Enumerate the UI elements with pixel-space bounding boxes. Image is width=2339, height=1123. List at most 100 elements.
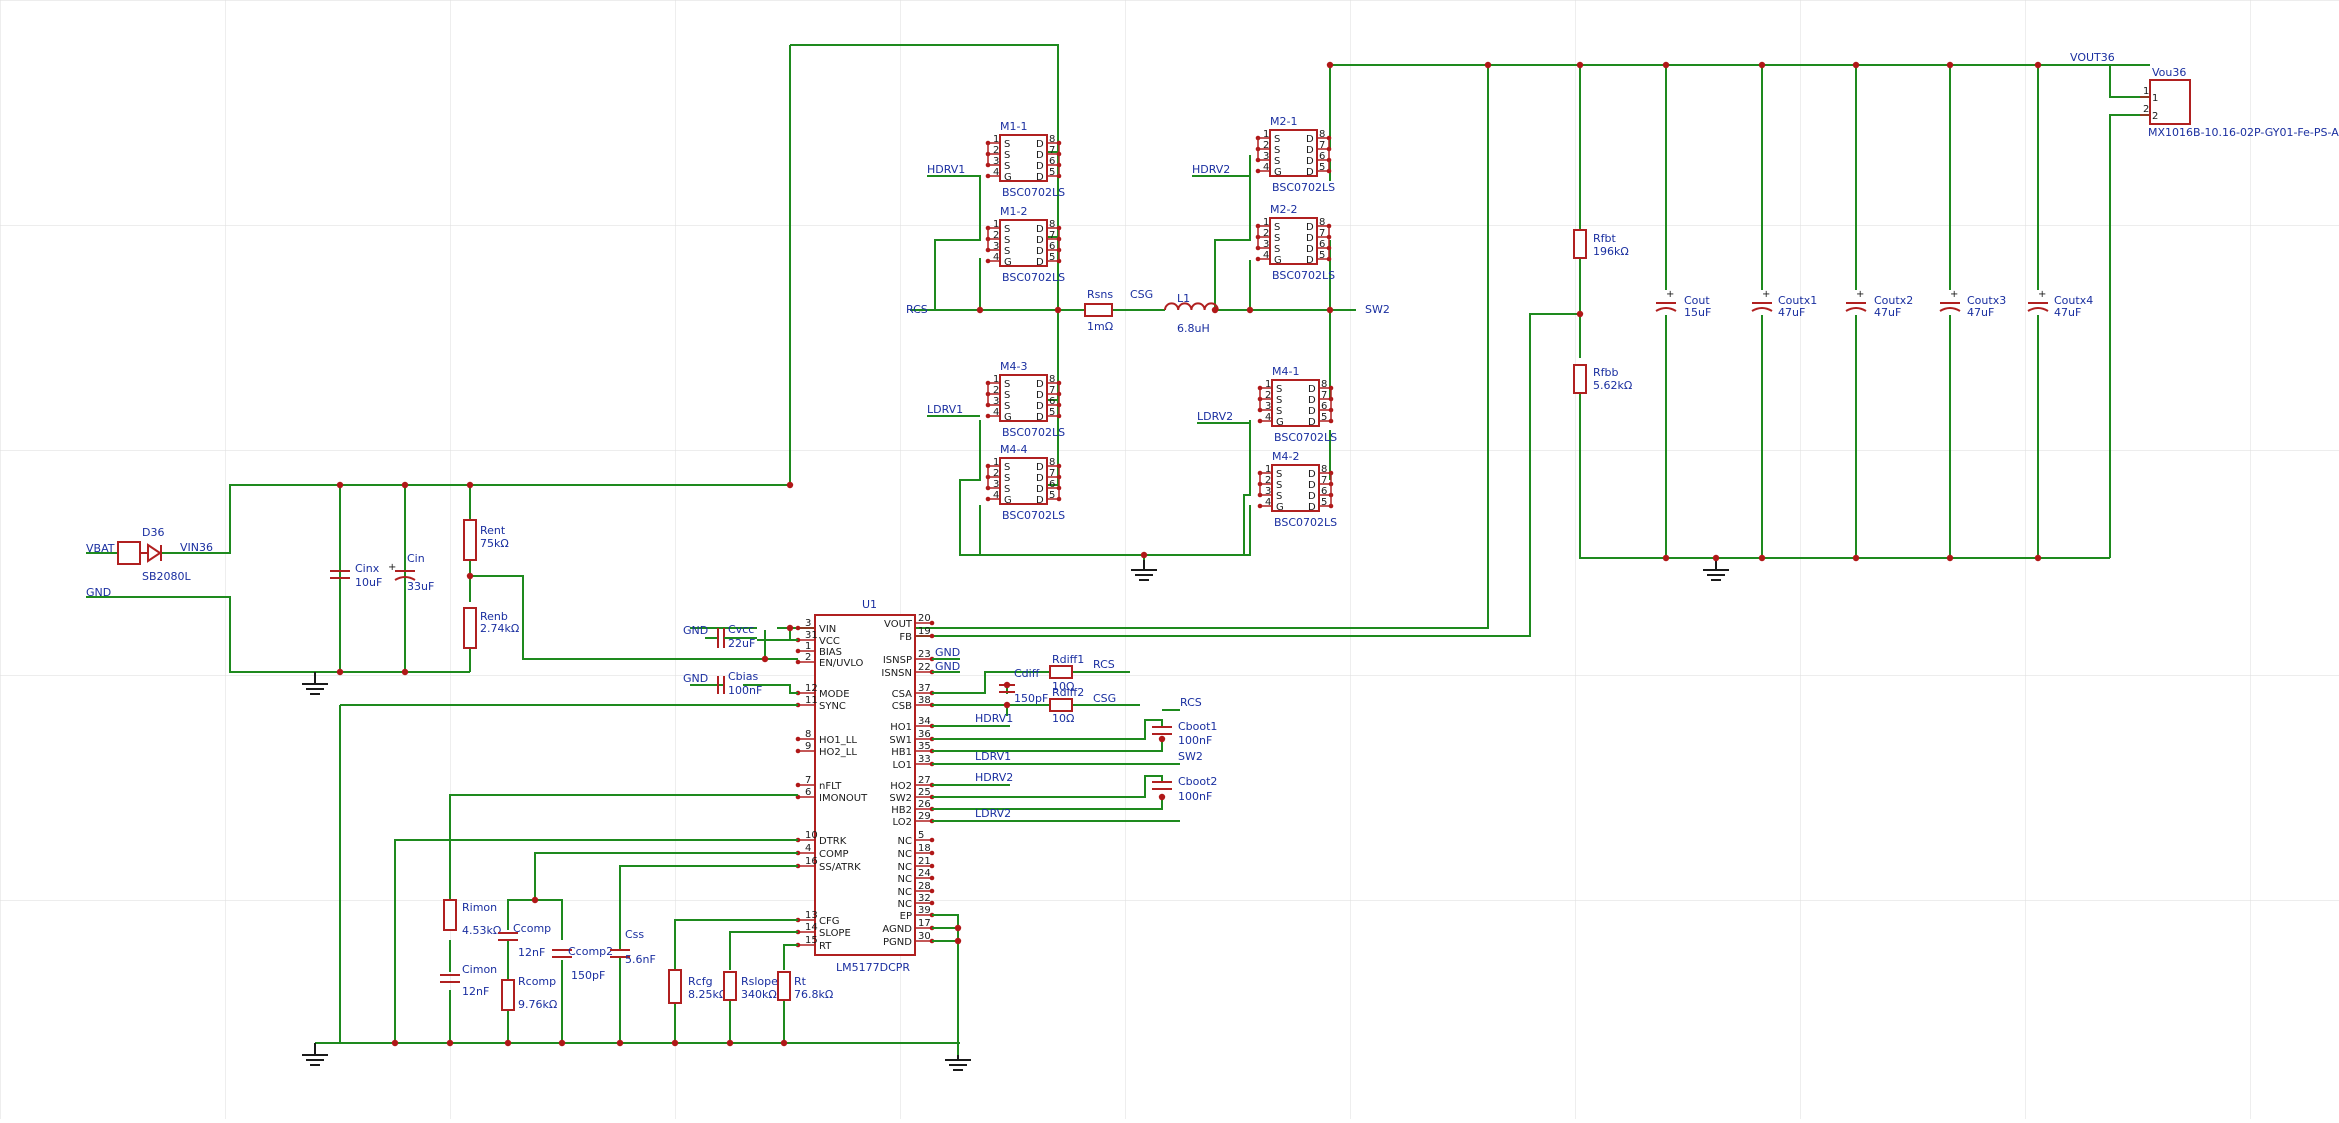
power-stage-wires <box>790 64 2150 637</box>
capacitor-cin[interactable]: + Cin 33uF <box>388 552 434 593</box>
resistor-rsns[interactable]: Rsns 1mΩ <box>1084 288 1113 333</box>
cdiff-value: 150pF <box>1014 692 1048 705</box>
capacitor-cout[interactable]: + Cout 15uF <box>1655 289 1711 319</box>
capacitor-ccomp2[interactable]: Ccomp2 150pF <box>552 945 613 982</box>
mosfet-part: BSC0702LS <box>1274 431 1337 444</box>
mosfet-pin-name: S <box>1004 473 1010 484</box>
capacitor-cinx[interactable]: Cinx 10uF <box>330 562 382 589</box>
resistor-rimon[interactable]: Rimon 4.53kΩ <box>443 899 501 937</box>
mosfet-pin-number: 1 <box>993 374 999 385</box>
diode-d36[interactable]: D36 SB2080L <box>117 526 192 583</box>
u1-pin-number: 18 <box>918 843 931 854</box>
capacitor-cvcc[interactable]: Cvcc 22uF <box>717 623 757 650</box>
inductor-l1[interactable]: L1 6.8uH <box>1164 292 1219 335</box>
mosfet-pin-name: D <box>1308 384 1316 395</box>
capacitor-cboot2[interactable]: Cboot2 100nF <box>1152 775 1217 803</box>
u1-pin-name: HB1 <box>891 747 912 758</box>
resistor-rfbt[interactable]: Rfbt 196kΩ <box>1573 229 1629 259</box>
mosfet-pin-number: 7 <box>1049 468 1055 479</box>
u1-pin-number: 6 <box>805 787 811 798</box>
capacitor-cimon[interactable]: Cimon 12nF <box>440 963 497 998</box>
u1-pin-number: 29 <box>918 811 931 822</box>
mosfet-pin-name: S <box>1004 139 1010 150</box>
junction-dot <box>1003 681 1011 689</box>
resistor-rdiff2[interactable]: Rdiff2 10Ω <box>1049 686 1084 725</box>
mosfet-pin-number: 7 <box>1319 140 1325 151</box>
u1-pin-name: ISNSN <box>881 668 912 679</box>
u1-pin-number: 39 <box>918 905 931 916</box>
mosfet-pin-number: 3 <box>993 479 999 490</box>
mosfet-pin-number: 8 <box>1049 374 1055 385</box>
resistor-rdiff1[interactable]: Rdiff1 10Ω <box>1049 653 1084 693</box>
mosfet-pin-name: D <box>1036 473 1044 484</box>
u1-pin-number: 24 <box>918 868 931 879</box>
capacitor-cbias[interactable]: Cbias 100nF <box>717 670 762 697</box>
mosfet-part: BSC0702LS <box>1002 186 1065 199</box>
capacitor-cdiff[interactable]: Cdiff 150pF <box>999 667 1048 705</box>
capacitor-coutx4[interactable]: + Coutx4 47uF <box>2027 289 2093 319</box>
resistor-rcfg[interactable]: Rcfg 8.25kΩ <box>668 969 727 1004</box>
capacitor-coutx1[interactable]: + Coutx1 47uF <box>1751 289 1817 319</box>
mosfet-pin-number: 3 <box>1265 486 1271 497</box>
mosfet-part: BSC0702LS <box>1274 516 1337 529</box>
rfbb-ref: Rfbb <box>1593 366 1618 379</box>
resistor-rt[interactable]: Rt 76.8kΩ <box>777 971 833 1001</box>
controller-u1[interactable]: U1 LM5177DCPR 3VIN31VCC1BIAS2EN/UVLO12MO… <box>795 598 935 974</box>
junction-dot <box>786 481 794 489</box>
resistor-rent[interactable]: Rent 75kΩ <box>463 519 509 561</box>
rdiff1-ref: Rdiff1 <box>1052 653 1084 666</box>
capacitor-cboot1[interactable]: Cboot1 100nF <box>1152 720 1217 747</box>
u1-pin-name: LO1 <box>893 760 912 771</box>
resistor-renb[interactable]: Renb 2.74kΩ <box>463 607 519 649</box>
junction-dot <box>1211 306 1219 314</box>
junction-dot <box>1946 61 1954 69</box>
u1-pin-en-uvlo[interactable]: 2EN/UVLO <box>795 652 864 669</box>
cvcc-value: 22uF <box>728 637 755 650</box>
junction-dot <box>531 896 539 904</box>
capacitor-ccomp[interactable]: Ccomp 12nF <box>498 922 551 959</box>
u1-pin-number: 31 <box>805 630 818 641</box>
u1-pin-name: NC <box>898 887 912 898</box>
mosfet-pin-number: 7 <box>1319 228 1325 239</box>
resistor-rfbb[interactable]: Rfbb 5.62kΩ <box>1573 364 1632 394</box>
connector-vou36[interactable]: 1 2 1 2 Vou36 MX1016B-10.16-02P-GY01-Fe-… <box>2140 66 2339 139</box>
css-value: 5.6nF <box>625 953 656 966</box>
u1-pin-name: RT <box>819 941 832 952</box>
resistor-rcomp[interactable]: Rcomp 9.76kΩ <box>501 975 557 1011</box>
capacitor-css[interactable]: Css 5.6nF <box>610 928 656 966</box>
u1-pin-nc[interactable]: 5NC <box>898 830 935 847</box>
capacitor-coutx3[interactable]: + Coutx3 47uF <box>1939 289 2006 319</box>
mosfet-pin-name: S <box>1004 484 1010 495</box>
mosfet-pin-name: D <box>1036 495 1044 506</box>
resistor-rslope[interactable]: Rslope 340kΩ <box>723 971 778 1001</box>
capacitor-coutx2[interactable]: + Coutx2 47uF <box>1845 289 1913 319</box>
mosfet-pin-name: S <box>1004 246 1010 257</box>
mosfet-pin-number: 1 <box>1265 464 1271 475</box>
